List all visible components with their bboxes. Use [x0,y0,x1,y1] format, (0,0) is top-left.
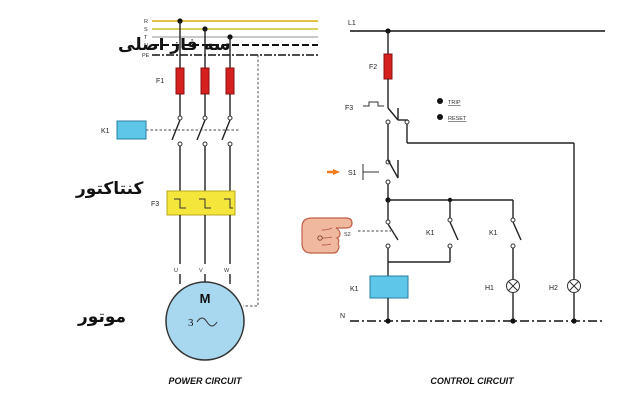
junction-dot [385,318,391,324]
fuse-f2 [383,53,393,80]
fuse [175,67,185,95]
start-label: S2 [344,232,351,238]
contactor-coil-k1 [116,120,147,140]
coil-k1: K1 [350,275,409,321]
stop-label: S1 [348,170,357,177]
arrow-right-icon [333,169,340,175]
holding-contact-k1: K1 [388,200,459,263]
start-button-s2: S2 [301,200,399,254]
lamp-h1: H1 [485,279,520,321]
lamp-h1-label: H1 [485,285,494,292]
motor-phase-count: 3 [188,317,194,329]
bus-label-n: N [144,43,148,49]
label-motor: موتور [77,307,126,327]
terminal-v: V [199,268,203,274]
lamp-icon [506,279,520,293]
fuse [225,67,235,95]
holding-contact-label: K1 [426,230,435,237]
fuse-label: F1 [156,78,164,85]
terminal-w: W [224,268,230,274]
rail-l1-label: L1 [348,20,356,27]
contactor-coil-k1 [369,275,409,299]
lamp-contact-label: K1 [489,230,498,237]
contactor-main-contacts: K1 [101,119,240,147]
lamp-h2: H2 [549,143,581,321]
fuse-f2-label: F2 [369,64,377,71]
junction-dot [571,318,577,324]
bus-label-pe: PE [142,53,150,59]
overload-label: F3 [151,201,159,208]
overload-relay-f3: F3 [151,190,236,216]
motor-letter: M [200,291,211,306]
coil-label: K1 [350,286,359,293]
ac-wave-icon [196,317,218,327]
motor-body [165,281,245,361]
terminal-u: U [174,268,178,274]
bus-label-r: R [144,19,148,25]
motor: M 3 [165,281,245,361]
control-circuit: L1 N F2 F3 TRIP RESET S1 [301,20,605,386]
reset-label: RESET [448,116,467,122]
junction-dot [510,318,516,324]
pointing-hand-icon: S2 [301,217,353,254]
lamp-h2-label: H2 [549,285,558,292]
stop-button-s1: S1 [327,159,399,185]
overload-aux-contact: F3 [345,101,574,144]
trip-indicator-dot [437,98,443,104]
reset-indicator-dot [437,114,443,120]
power-circuit: R S T N PE F1 [101,18,318,386]
fuses-f1: F1 [156,67,235,95]
contactor-label: K1 [101,128,110,135]
bus-label-t: T [144,35,148,41]
control-circuit-caption: CONTROL CIRCUIT [430,376,515,386]
aux-f3-label: F3 [345,105,353,112]
power-circuit-caption: POWER CIRCUIT [169,376,244,386]
lamp-icon [567,279,581,293]
rail-n-label: N [340,313,345,320]
overload-block [166,190,236,216]
trip-label: TRIP [448,100,461,106]
label-contactor: کنتاکتور [75,179,144,199]
fuse [200,67,210,95]
lamp-contact-k1: K1 [489,200,522,279]
bus-label-s: S [144,27,148,33]
